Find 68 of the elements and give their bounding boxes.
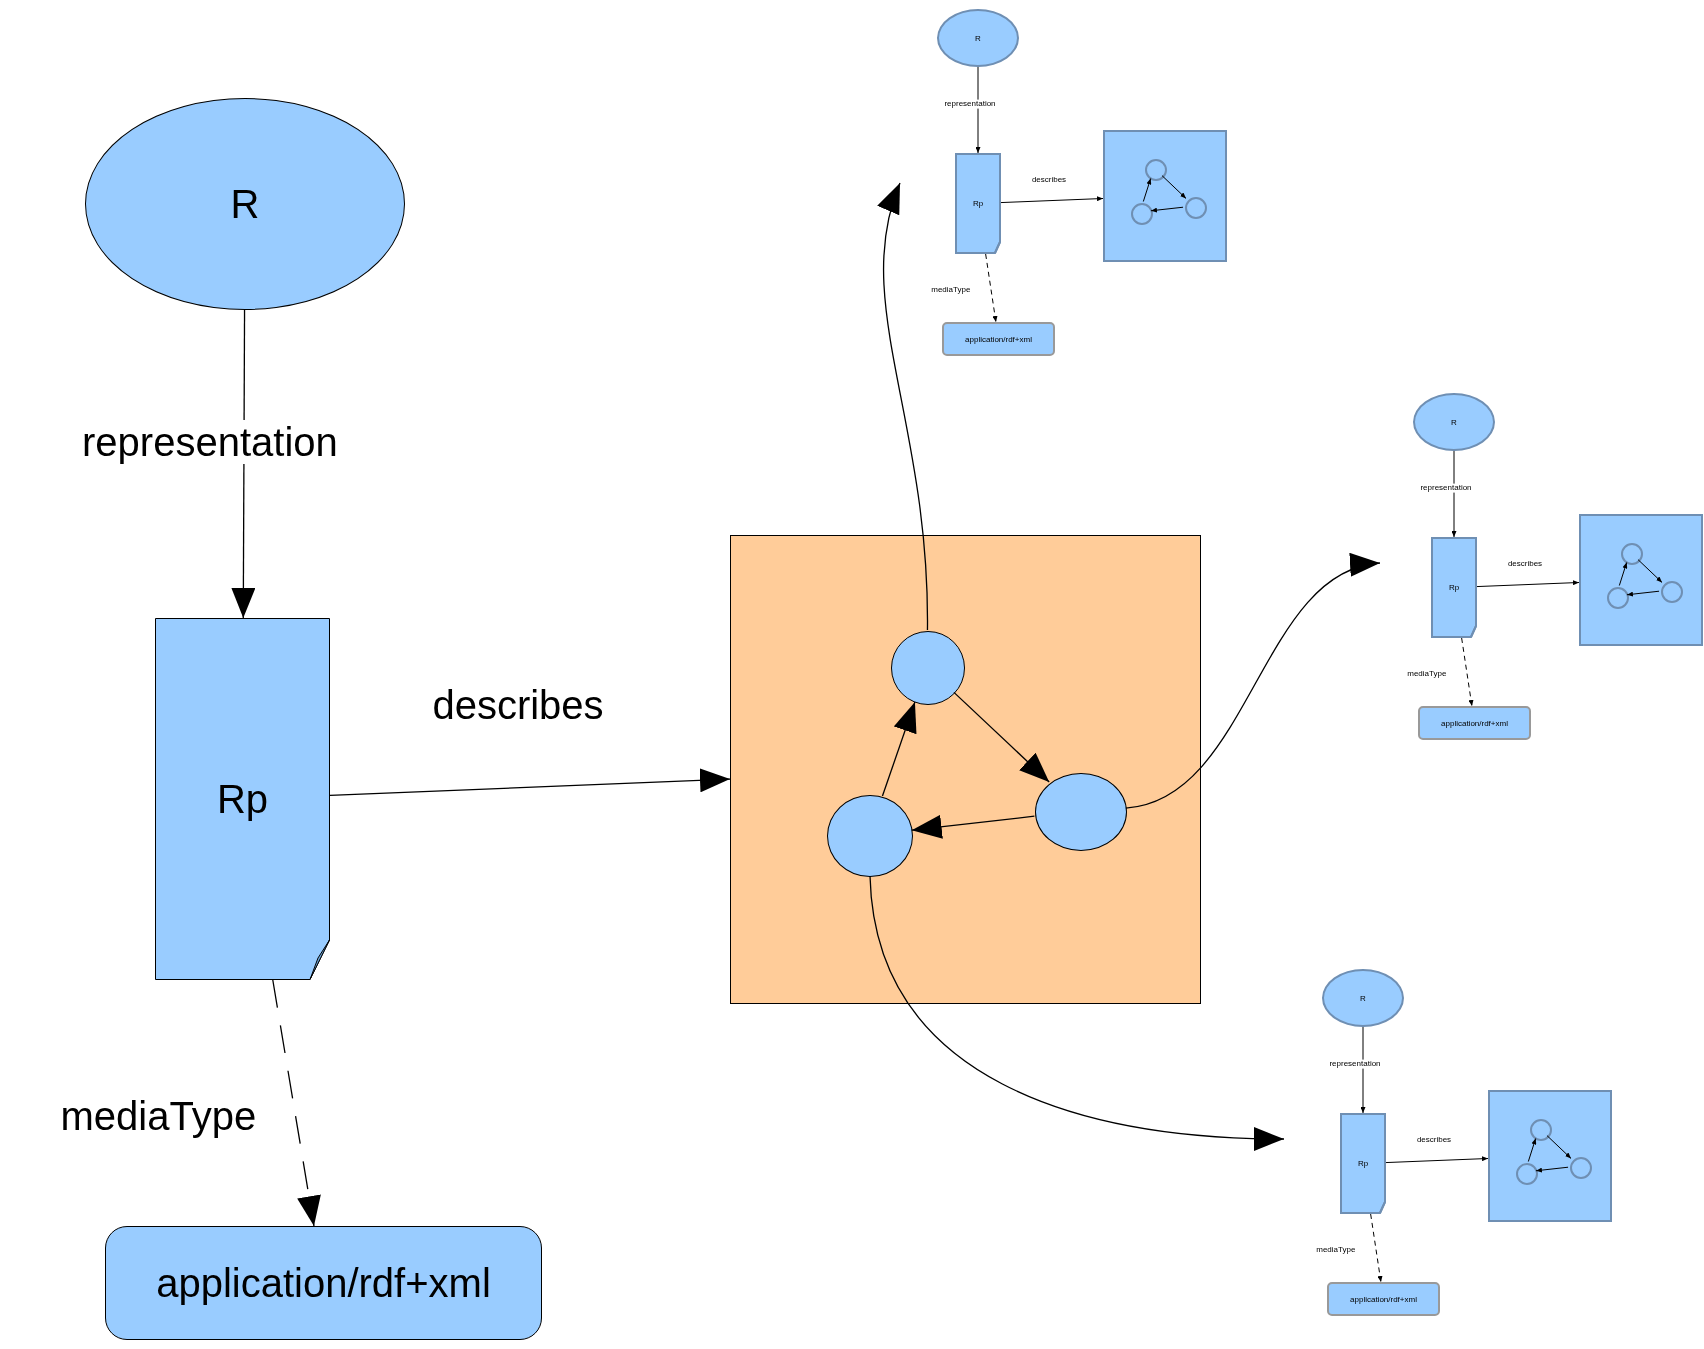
document-node xyxy=(955,153,1001,254)
arrow xyxy=(975,66,981,154)
node-label: Rp xyxy=(216,776,269,822)
arrow xyxy=(1461,637,1474,707)
document-node xyxy=(155,618,330,980)
arrow xyxy=(881,701,917,797)
arrow xyxy=(1000,196,1104,204)
node-label: application/rdf+xml xyxy=(1350,1294,1417,1304)
arrow xyxy=(911,814,1036,839)
arrow xyxy=(1161,175,1187,199)
node-label: Rp xyxy=(1357,1159,1369,1168)
edge-label: describes xyxy=(1031,175,1067,184)
arrow xyxy=(879,182,929,631)
edge-label: representation xyxy=(944,99,996,109)
arrow xyxy=(1535,1166,1569,1173)
rounded-box xyxy=(942,322,1055,356)
ellipse-node xyxy=(1570,1157,1592,1179)
rounded-box xyxy=(105,1226,542,1340)
node-label: R xyxy=(230,181,260,227)
node-label: application/rdf+xml xyxy=(1441,718,1508,728)
edge-label: mediaType xyxy=(1316,1245,1356,1255)
edge-label: mediaType xyxy=(931,285,971,295)
arrow xyxy=(1360,1026,1366,1114)
arrow xyxy=(869,875,1285,1151)
arrow xyxy=(272,979,321,1227)
node-label: R xyxy=(975,33,981,43)
arrow xyxy=(953,691,1050,783)
node-label: application/rdf+xml xyxy=(156,1260,491,1306)
document-node xyxy=(1431,537,1477,638)
node-label: Rp xyxy=(1448,583,1460,592)
graph-box xyxy=(1488,1090,1612,1222)
edge-label: mediaType xyxy=(1407,669,1447,679)
arrow xyxy=(1142,178,1152,202)
ellipse-node xyxy=(1530,1119,1552,1141)
ellipse-node xyxy=(1131,203,1153,225)
ellipse-node xyxy=(1661,581,1683,603)
ellipse-node xyxy=(1516,1163,1538,1185)
edge-label: describes xyxy=(1416,1135,1452,1144)
arrow xyxy=(1527,1138,1537,1162)
arrow xyxy=(1476,580,1580,588)
graph-box xyxy=(730,535,1201,1004)
arrow xyxy=(1451,450,1457,538)
graph-box xyxy=(1579,514,1703,646)
ellipse-node xyxy=(1621,543,1643,565)
arrow xyxy=(1370,1213,1383,1283)
arrow xyxy=(985,253,998,323)
edge-label: describes xyxy=(1507,559,1543,568)
edge-label: representation xyxy=(1329,1059,1381,1069)
node-label: application/rdf+xml xyxy=(965,334,1032,344)
node-label: R xyxy=(1451,417,1457,427)
arrow xyxy=(1626,590,1660,597)
arrow xyxy=(329,768,731,797)
edge-label: representation xyxy=(82,420,338,464)
document-node xyxy=(1340,1113,1386,1214)
ellipse-node xyxy=(1607,587,1629,609)
arrow xyxy=(1150,206,1184,213)
arrow xyxy=(1546,1135,1572,1159)
arrow xyxy=(1385,1156,1489,1164)
ellipse-node xyxy=(1185,197,1207,219)
rounded-box xyxy=(1327,1282,1440,1316)
arrow xyxy=(1618,562,1628,586)
arrow xyxy=(1637,559,1663,583)
graph-box xyxy=(1103,130,1227,262)
node-label: Rp xyxy=(972,199,984,208)
ellipse-node xyxy=(1145,159,1167,181)
edge-label: representation xyxy=(1420,483,1472,493)
node-label: R xyxy=(1360,993,1366,1003)
rounded-box xyxy=(1418,706,1531,740)
